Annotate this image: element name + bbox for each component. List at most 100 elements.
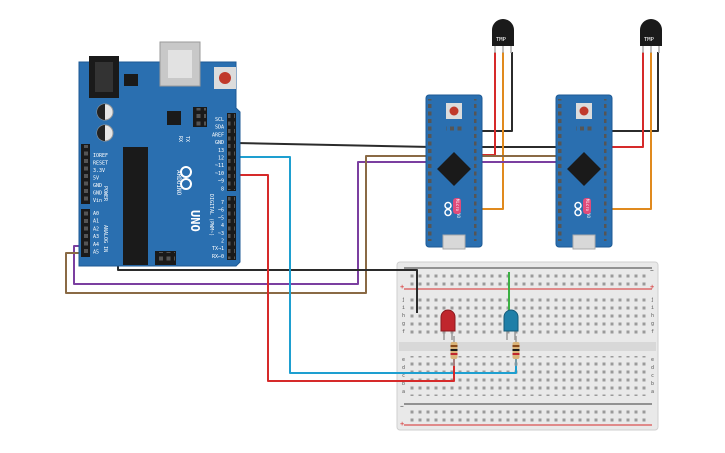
rail-top-plus-label-right: +	[650, 283, 654, 291]
resistor-2-band-1	[512, 345, 520, 347]
uno-analog-pin-label: A4	[93, 242, 99, 248]
uno-brand-label: ARDUINO	[175, 170, 182, 196]
uno-analog-pin-label: A5	[93, 250, 99, 256]
uno-analog-header-pins	[82, 210, 89, 256]
uno-power-pin-label: 5V	[93, 176, 99, 182]
uno-capacitor-2-mark	[97, 125, 105, 141]
uno-digital-pin-label: ~9	[218, 179, 224, 185]
resistor-1-band-3	[450, 353, 458, 355]
led-red	[440, 309, 456, 340]
breadboard-row-letter: g	[402, 321, 405, 327]
uno-analog-pin-label: A1	[93, 219, 99, 225]
uno-icsp-top-pins	[194, 108, 206, 126]
micro-1-logo	[444, 201, 452, 217]
micro-1-label-badge	[453, 198, 461, 214]
micro-1-header-right	[474, 99, 480, 241]
rail-bottom-plus-label: +	[400, 420, 404, 428]
breadboard-row-letter: a	[402, 389, 405, 395]
rail-bottom-holes	[409, 406, 649, 422]
uno-digital-pin-label: 12	[218, 156, 224, 162]
arduino-uno: ARDUINO UNO TX RX DIGITAL (PWM~) ANALOG …	[78, 41, 241, 267]
temperature-sensor-2: TMP	[640, 19, 662, 53]
uno-digital-pin-label: RX←0	[212, 254, 224, 260]
uno-digital-pin-label: ~6	[218, 208, 224, 214]
breadboard-row-letter: j	[651, 297, 654, 303]
micro-2-usb	[572, 234, 596, 250]
sensor-2-body	[640, 19, 662, 46]
led-blue	[503, 309, 519, 340]
wire-gnd-uno-micro1	[235, 142, 433, 148]
uno-digital-pin-label: 4	[221, 223, 224, 229]
micro-2-logo	[574, 201, 582, 217]
led-red-body	[440, 309, 456, 332]
wire-gnd-micro1-sensor1	[482, 52, 513, 132]
uno-analog-pin-label: A3	[93, 234, 99, 240]
temperature-sensor-1: TMP	[492, 19, 514, 53]
breadboard-row-letter: f	[651, 329, 654, 335]
micro-2-header-left	[558, 99, 564, 241]
wire-5v-micro2-sensor2	[610, 52, 644, 148]
wire-signal-sensor1-micro1	[482, 52, 504, 210]
uno-digital-pin-label: ~3	[218, 231, 224, 237]
uno-power-pin-label: 3.3V	[93, 168, 105, 174]
uno-reset-button[interactable]	[219, 72, 231, 84]
uno-analog-pin-label: A0	[93, 211, 99, 217]
uno-digital-header-upper-pins	[228, 114, 235, 190]
uno-power-pin-label: GND	[93, 191, 102, 197]
uno-digital-pin-label: AREF	[212, 132, 224, 138]
wire-gnd-micro2-sensor2	[610, 52, 659, 132]
uno-digital-pin-label: SCL	[215, 117, 224, 123]
breadboard-row-letter: h	[402, 313, 405, 319]
arduino-micro-2: ARDUINO Micro	[555, 94, 613, 250]
wire-cyan-pin12-led	[236, 156, 517, 374]
breadboard-row-letter: i	[651, 305, 654, 311]
uno-power-pin-label: Vin	[93, 198, 102, 204]
uno-digital-pin-label: 13	[218, 148, 224, 154]
led-blue-body	[503, 309, 519, 332]
uno-digital-label: DIGITAL (PWM~)	[208, 194, 214, 236]
sensor-2-label: TMP	[644, 37, 655, 43]
uno-usb-inner	[168, 50, 192, 78]
uno-voltage-regulator	[124, 74, 138, 86]
micro-1-usb	[442, 234, 466, 250]
uno-analog-in-label: ANALOG IN	[102, 225, 108, 252]
uno-usb-chip	[167, 111, 181, 125]
micro-2-header-right	[604, 99, 610, 241]
uno-digital-pin-label: ~10	[215, 171, 224, 177]
breadboard-row-letter: e	[402, 357, 405, 363]
micro-2-reset-button[interactable]	[579, 106, 589, 116]
uno-digital-pin-label: ~5	[218, 215, 224, 221]
breadboard-row-letter: b	[651, 381, 654, 387]
rail-top-plus-label: +	[400, 283, 404, 291]
uno-digital-header-lower-pins	[228, 197, 235, 259]
breadboard-row-letter: c	[651, 373, 654, 379]
uno-digital-pin-label: TX→1	[212, 246, 224, 252]
resistor-1	[450, 336, 458, 366]
micro-2-label-badge	[583, 198, 591, 214]
micro-1-reset-button[interactable]	[449, 106, 459, 116]
resistor-2-band-2	[512, 349, 520, 351]
uno-power-pin-label: RESET	[93, 161, 108, 167]
center-channel	[399, 342, 656, 351]
uno-tx-label: TX	[184, 136, 190, 142]
micro-1-label: Micro	[455, 199, 460, 212]
breadboard-row-letter: c	[402, 373, 405, 379]
uno-power-pin-label: GND	[93, 183, 102, 189]
rail-top-minus-label-right: −	[650, 267, 654, 274]
breadboard-row-letter: d	[651, 365, 654, 371]
uno-barrel-jack-inner	[95, 62, 113, 92]
wire-signal-sensor2-micro2	[610, 52, 652, 210]
breadboard-row-letter: g	[651, 321, 654, 327]
breadboard-row-letter: b	[402, 381, 405, 387]
uno-model-label: UNO	[188, 210, 202, 232]
micro-1-icsp	[446, 125, 462, 133]
breadboard-row-letter: a	[651, 389, 654, 395]
uno-rx-label: RX	[177, 136, 183, 142]
arduino-micro-1: ARDUINO Micro	[425, 94, 483, 250]
